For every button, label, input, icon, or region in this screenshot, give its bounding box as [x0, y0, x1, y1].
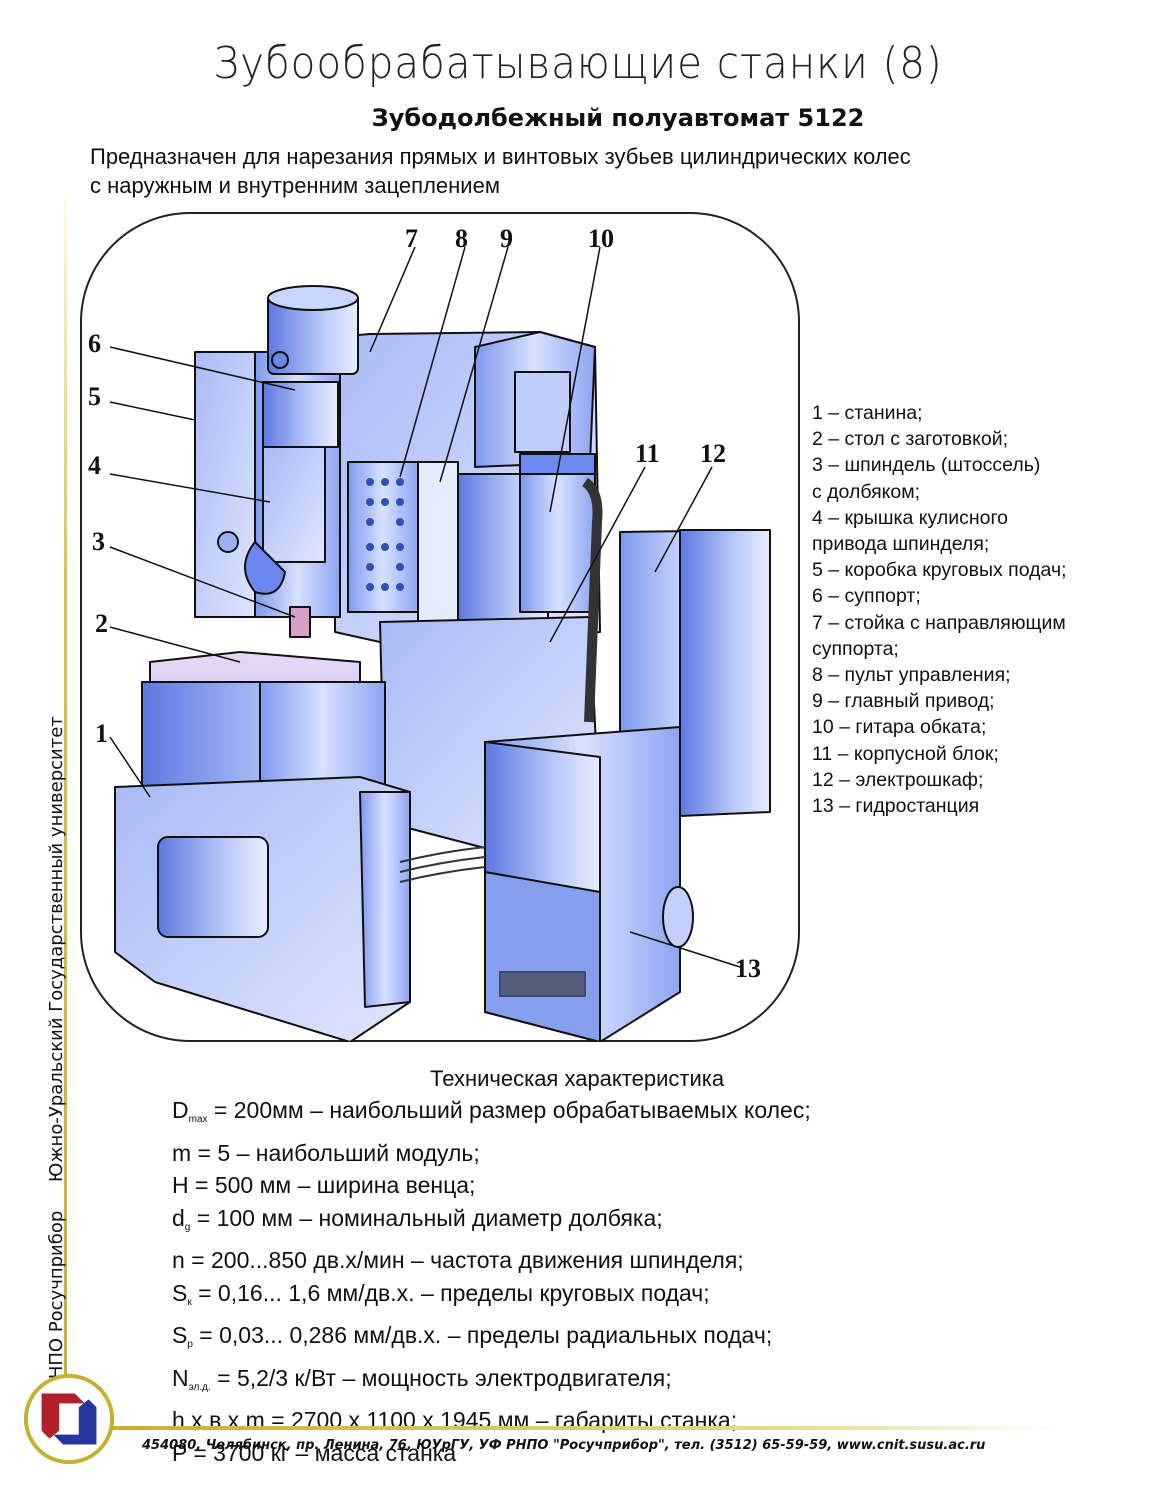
spec-row: dg = 100 мм – номинальный диаметр долбяк…: [172, 1202, 811, 1245]
legend-item: с долбяком;: [812, 480, 921, 503]
callout-7: 7: [405, 224, 418, 253]
callout-10: 10: [588, 224, 614, 253]
spec-symbol: N: [172, 1364, 189, 1391]
callout-2: 2: [95, 609, 108, 638]
spec-text: = 5,2/3 к/Вт – мощность электродвигателя…: [210, 1364, 672, 1391]
legend-item: 12 – электрошкаф;: [812, 768, 984, 791]
spec-symbol: S: [172, 1279, 188, 1306]
spec-symbol: H: [172, 1172, 189, 1198]
spec-row: H = 500 мм – ширина венца;: [172, 1169, 811, 1202]
legend-item: 9 – главный привод;: [812, 690, 995, 713]
spec-symbol: d: [172, 1204, 185, 1231]
spec-row: h x в x m = 2700 х 1100 х 1945 мм – габа…: [172, 1404, 811, 1437]
spec-subscript: g: [184, 1221, 191, 1233]
spec-symbol: D: [172, 1097, 189, 1123]
legend-item: 2 – стол с заготовкой;: [812, 428, 1009, 451]
side-organization-text: РНПО Росучприбор Южно-Уральский Государс…: [46, 716, 67, 1390]
parts-legend: 1 – станина; 2 – стол с заготовкой; 3 – шп…: [812, 400, 1067, 819]
spec-text: = 500 мм – ширина венца;: [188, 1172, 476, 1198]
specs-title: Техническая характеристика: [430, 1066, 725, 1091]
spec-subscript: к: [187, 1296, 192, 1308]
spec-row: Sк = 0,16... 1,6 мм/дв.х. – пределы круг…: [172, 1277, 811, 1320]
callout-12: 12: [700, 439, 726, 468]
spec-subscript: р: [187, 1339, 193, 1350]
specs-list: Dmax = 200мм – наибольший размер обрабат…: [172, 1094, 811, 1469]
legend-item: 6 – суппорт;: [812, 585, 921, 608]
legend-item: 13 – гидростанция: [812, 795, 980, 818]
spec-symbol: m: [172, 1139, 192, 1166]
spec-text: = 5 – наибольший модуль;: [191, 1139, 480, 1166]
side-divider: [64, 200, 67, 1390]
spec-text: = 3700 кг – масса станка: [186, 1439, 457, 1466]
page-title: Зубообрабатывающие станки (8): [213, 38, 943, 89]
spec-text: = 0,16... 1,6 мм/дв.х. – пределы круговы…: [191, 1279, 710, 1306]
spec-row: Dmax = 200мм – наибольший размер обрабат…: [172, 1094, 811, 1137]
spec-text: = 200...850 дв.х/мин – частота движения …: [184, 1247, 744, 1273]
callout-13: 13: [735, 954, 761, 983]
legend-item: 11 – корпусной блок;: [812, 742, 999, 765]
control-buttons: [366, 478, 404, 591]
spec-row: P = 3700 кг – масса станка: [172, 1437, 811, 1470]
spec-text: = 200мм – наибольший размер обрабатываем…: [207, 1097, 811, 1123]
spec-text: = 0,03... 0,286 мм/дв.х. – пределы радиа…: [192, 1322, 773, 1348]
purpose-line: с наружным и внутренним зацеплением: [90, 173, 500, 198]
footer-divider: [110, 1426, 1060, 1430]
illustration-frame: [80, 212, 800, 1042]
legend-item: 5 – коробка круговых подач;: [812, 559, 1067, 582]
spec-row: Sр = 0,03... 0,286 мм/дв.х. – пределы ра…: [172, 1319, 811, 1362]
spec-row: Nэл.д. = 5,2/3 к/Вт – мощность электродв…: [172, 1362, 811, 1405]
legend-item: 7 – стойка с направляющим: [812, 611, 1066, 634]
callout-3: 3: [92, 527, 105, 556]
spec-row: m = 5 – наибольший модуль;: [172, 1137, 811, 1170]
support: [262, 381, 339, 448]
logo-ring: [23, 1373, 115, 1465]
callout-5: 5: [88, 382, 101, 411]
control-panel: [347, 461, 419, 613]
spec-subscript: max: [188, 1114, 208, 1125]
machine-illustration: 1 2 3 4 5 6 7 8 9 10 11 12 13: [88, 224, 771, 1042]
callout-9: 9: [500, 224, 513, 253]
footer-address: 454080, Челябинск, пр. Ленина, 76, ЮУрГУ…: [142, 1438, 986, 1453]
callout-4: 4: [88, 451, 101, 480]
callout-11: 11: [635, 439, 660, 468]
callout-6: 6: [88, 329, 101, 358]
legend-item: суппорта;: [812, 637, 899, 660]
spec-text: = 100 мм – номинальный диаметр долбяка;: [190, 1204, 663, 1231]
gear-guitar: [519, 461, 596, 613]
callout-numbers: 1 2 3 4 5 6 7 8 9 10 11 12 13: [88, 224, 761, 983]
callout-1: 1: [95, 719, 108, 748]
spec-row: n = 200...850 дв.х/мин – частота движени…: [172, 1244, 811, 1277]
purpose-line: Предназначен для нарезания прямых и винт…: [90, 144, 911, 169]
spec-symbol: S: [172, 1322, 188, 1348]
legend-item: 1 – станина;: [812, 402, 923, 424]
spec-symbol: P: [172, 1439, 187, 1466]
logo-red-shape: [41, 1393, 85, 1439]
organization-logo: [23, 1373, 115, 1465]
legend-item: 3 – шпиндель (штоссель): [812, 454, 1041, 477]
purpose-text: Предназначен для нарезания прямых и винт…: [90, 142, 911, 200]
spec-symbol: n: [172, 1247, 185, 1273]
legend-item: 8 – пульт управления;: [812, 664, 1011, 687]
spec-subscript: эл.д.: [188, 1381, 211, 1393]
callout-8: 8: [455, 224, 468, 253]
legend-item: 4 – крышка кулисного: [812, 506, 1009, 529]
legend-item: привода шпинделя;: [812, 533, 990, 556]
electrical-cabinet: [619, 529, 771, 817]
legend-item: 10 – гитара обката;: [812, 716, 987, 739]
logo-blue-shape: [53, 1399, 97, 1445]
page-subtitle: Зубодолбежный полуавтомат 5122: [371, 104, 865, 132]
